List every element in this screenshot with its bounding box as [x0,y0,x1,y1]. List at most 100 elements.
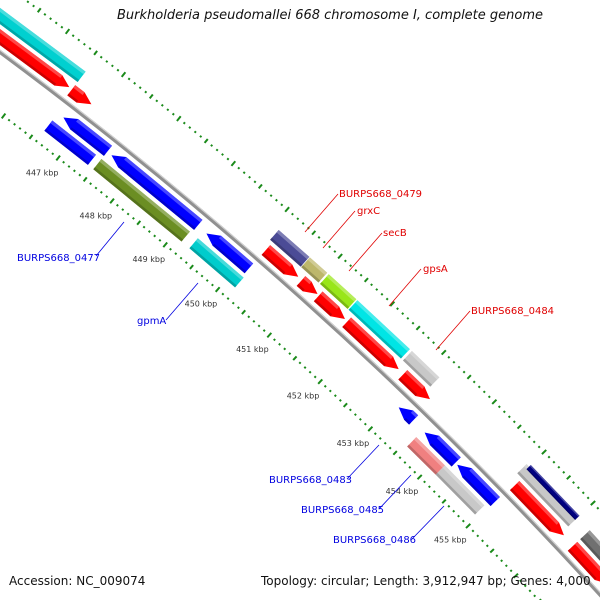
ruler-tick-label: 450 kbp [185,300,218,309]
inner-ruler-tick [94,186,98,190]
reverse-gene [457,464,500,507]
outer-ruler-tick [370,283,373,287]
inner-ruler-tick [45,148,49,151]
outer-ruler-tick [36,7,42,13]
inner-ruler-tick [7,118,11,122]
outer-ruler-tick [537,445,541,449]
inner-ruler-tick [266,332,273,339]
outer-ruler-tick [566,474,572,480]
forward-gene [398,370,430,400]
forward-feature-shadow [320,281,350,309]
gene-label-gpma[interactable]: gpmA [137,316,166,327]
inner-ruler-tick [432,490,436,494]
inner-ruler-tick [24,131,27,135]
outer-ruler-tick [155,99,159,103]
reverse-feature-shadow [407,444,438,475]
forward-gene-body [313,291,345,319]
inner-ruler-tick [221,292,225,296]
outer-ruler-tick [280,203,284,207]
inner-ruler-tick [283,347,287,351]
label-leader-line [95,221,125,257]
inner-ruler-tick [262,329,266,332]
gene-label-burps668-0485[interactable]: BURPS668_0485 [301,505,384,516]
outer-ruler-tick [562,470,566,474]
genome-summary-text: Topology: circular; Length: 3,912,947 bp… [261,574,591,588]
inner-ruler-tick [416,474,423,480]
outer-ruler-tick [581,491,585,495]
outer-ruler-tick [426,336,430,340]
outer-ruler-tick [512,420,516,424]
outer-ruler-tick [193,130,197,134]
inner-ruler-tick [257,324,261,328]
forward-gene [296,276,318,295]
reverse-gene-body [111,155,203,230]
outer-ruler-tick [296,217,300,221]
forward-feature-highlight [587,530,600,547]
inner-ruler-tick [200,274,204,278]
reverse-feature [189,238,244,288]
outer-ruler-tick [572,481,575,484]
gene-label-gpsa[interactable]: gpsA [423,264,448,275]
forward-gene [67,85,92,105]
gene-label-burps668-0479[interactable]: BURPS668_0479 [339,189,422,200]
outer-ruler-tick [317,236,321,239]
outer-ruler-tick [199,135,203,138]
forward-feature [320,274,357,309]
outer-ruler-tick [148,93,154,100]
forward-gene [313,291,345,319]
label-leader-line [378,474,412,510]
inner-ruler-tick [247,315,251,319]
label-leader-line [388,268,422,307]
outer-ruler-tick [176,115,182,122]
outer-ruler-tick [127,77,131,81]
inner-ruler-tick [485,544,489,548]
inner-ruler-tick [519,579,522,583]
forward-feature-highlight [326,274,357,302]
forward-feature-shadow [301,265,321,283]
forward-gene-shadow [509,488,552,532]
forward-feature [348,300,410,359]
outer-ruler-tick [257,183,263,189]
outer-ruler-tick [552,460,556,464]
outer-ruler-tick [385,297,389,301]
inner-ruler-tick [317,378,324,385]
reverse-gene-body [457,464,500,507]
outer-ruler-tick [507,415,511,419]
outer-ruler-tick [586,496,590,500]
outer-ruler-tick [54,21,58,25]
outer-ruler-tick [253,180,257,184]
forward-feature-highlight [409,351,440,380]
gene-label-burps668-0483[interactable]: BURPS668_0483 [269,475,352,486]
reverse-gene [111,155,203,230]
inner-ruler-tick [55,155,61,161]
outer-ruler-tick [432,341,435,345]
outer-ruler-tick [328,245,332,249]
forward-gene-shadow [261,252,286,275]
gene-label-grxc[interactable]: grxC [357,206,380,217]
ruler-tick-label: 447 kbp [26,168,59,177]
inner-ruler-tick [292,355,298,361]
inner-ruler-tick [40,143,44,147]
forward-gene-body [567,541,600,582]
forward-gene-body [261,245,299,277]
gene-label-secb[interactable]: secB [383,228,407,239]
reverse-gene-shadow [212,243,247,274]
inner-ruler-tick [67,165,71,168]
forward-feature-shadow [402,358,433,387]
outer-ruler-tick [547,455,551,459]
forward-gene-highlight [516,481,560,525]
reverse-gene-shadow [462,475,493,507]
reverse-gene-highlight [410,410,419,418]
inner-ruler-tick [398,456,402,460]
gene-label-burps668-0484[interactable]: BURPS668_0484 [471,306,554,317]
reverse-gene-shadow [117,165,196,230]
forward-feature [301,257,328,283]
ruler-tick-label: 453 kbp [337,439,370,448]
reverse-gene [398,407,419,425]
gene-label-burps668-0486[interactable]: BURPS668_0486 [333,535,416,546]
outer-ruler-tick [516,424,522,430]
inner-ruler-tick [423,480,426,484]
gene-label-burps668-0477[interactable]: BURPS668_0477 [17,253,100,264]
forward-gene-shadow [296,283,305,292]
inner-ruler-tick [392,450,398,456]
